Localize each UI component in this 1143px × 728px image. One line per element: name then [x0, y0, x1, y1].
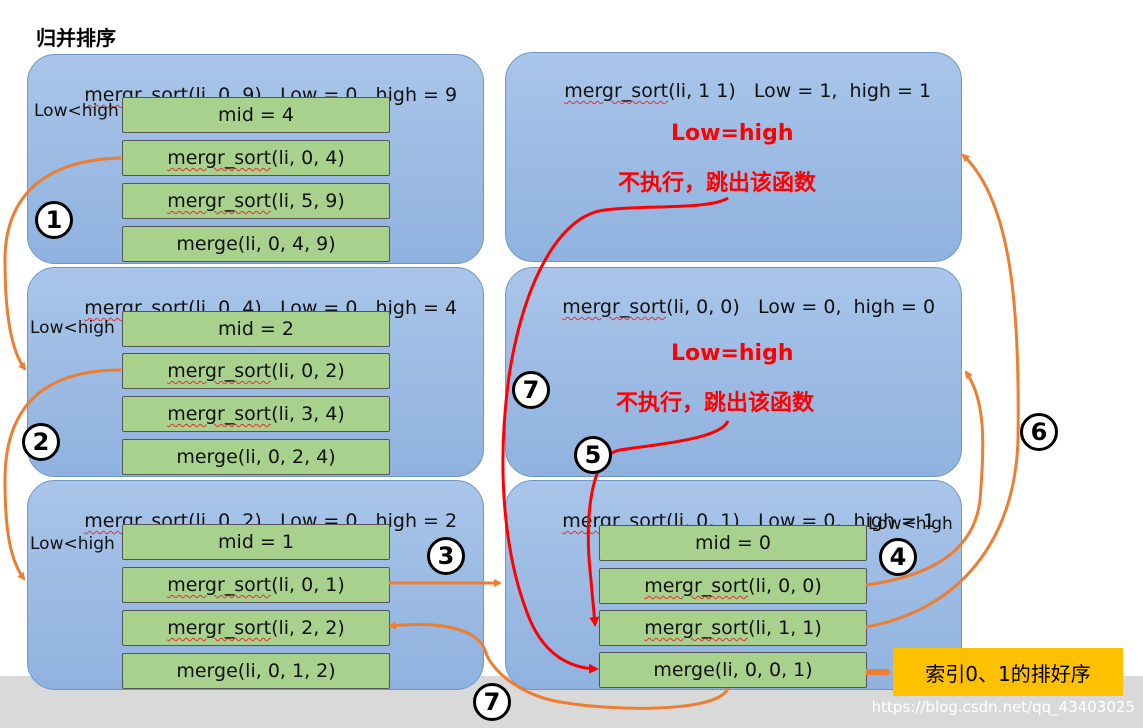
- box-merge: merge(li, 0, 4, 9): [122, 226, 390, 262]
- base-case-note-text: 不执行，跳出该函数: [616, 391, 815, 416]
- base-case-note-title: Low=high: [671, 341, 794, 366]
- condition-label: Low<high: [30, 318, 115, 338]
- box-call-right: mergr_sort(li, 5, 9): [122, 183, 390, 219]
- base-case-note-title: Low=high: [671, 121, 794, 146]
- condition-label: Low<high: [868, 514, 953, 534]
- condition-label: Low<high: [30, 534, 115, 554]
- box-call-right: mergr_sort(li, 1, 1): [599, 610, 867, 646]
- box-mid: mid = 2: [122, 311, 390, 347]
- step-badge-2: 2: [22, 423, 60, 461]
- frame-merge-sort-0-4: mergr_sort(li, 0, 4) Low = 0, high = 4 L…: [27, 267, 484, 477]
- frame-title: mergr_sort(li, 0, 0) Low = 0, high = 0: [562, 296, 936, 318]
- step-badge-5: 5: [574, 436, 612, 474]
- box-call-left: mergr_sort(li, 0, 2): [122, 353, 390, 389]
- result-label: 索引0、1的排好序: [893, 648, 1123, 696]
- step-badge-7: 7: [512, 371, 550, 409]
- frame-title: mergr_sort(li, 1 1) Low = 1, high = 1: [564, 80, 932, 102]
- base-case-note-text: 不执行，跳出该函数: [618, 171, 817, 196]
- box-merge: merge(li, 0, 2, 4): [122, 439, 390, 475]
- box-call-right: mergr_sort(li, 3, 4): [122, 396, 390, 432]
- step-badge-1: 1: [35, 201, 73, 239]
- frame-merge-sort-0-9: mergr_sort(li, 0, 9) Low = 0, high = 9 L…: [27, 54, 484, 264]
- step-badge-4: 4: [879, 538, 917, 576]
- box-mid: mid = 0: [599, 525, 867, 561]
- frame-merge-sort-1-1: mergr_sort(li, 1 1) Low = 1, high = 1 Lo…: [505, 52, 962, 262]
- step-badge-6: 6: [1020, 413, 1058, 451]
- condition-label: Low<high: [34, 101, 119, 121]
- box-call-left: mergr_sort(li, 0, 0): [599, 568, 867, 604]
- step-badge-7-bottom: 7: [473, 683, 511, 721]
- page-title: 归并排序: [36, 26, 116, 50]
- watermark: https://blog.csdn.net/qq_43403025: [871, 698, 1135, 716]
- box-merge: merge(li, 0, 1, 2): [122, 653, 390, 689]
- box-mid: mid = 4: [122, 97, 390, 133]
- frame-merge-sort-0-2: mergr_sort(li, 0, 2) Low = 0, high = 2 L…: [27, 480, 484, 690]
- frame-merge-sort-0-0: mergr_sort(li, 0, 0) Low = 0, high = 0 L…: [505, 267, 962, 477]
- box-call-right: mergr_sort(li, 2, 2): [122, 610, 390, 646]
- box-mid: mid = 1: [122, 524, 390, 560]
- step-badge-3: 3: [427, 537, 465, 575]
- box-call-left: mergr_sort(li, 0, 1): [122, 567, 390, 603]
- box-call-left: mergr_sort(li, 0, 4): [122, 140, 390, 176]
- box-merge: merge(li, 0, 0, 1): [599, 652, 867, 688]
